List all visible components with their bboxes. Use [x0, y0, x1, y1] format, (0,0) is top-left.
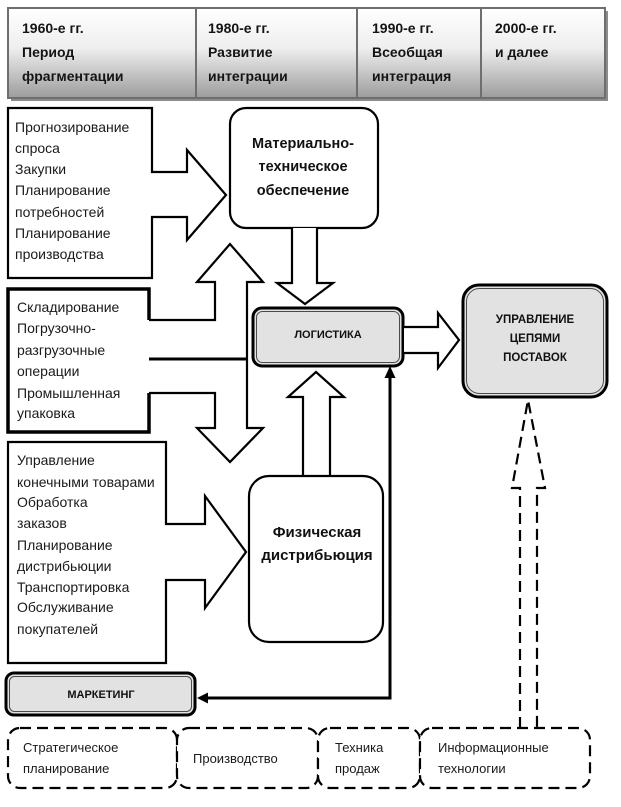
physical-distribution-node	[247, 474, 385, 644]
distribution-functions-box-with-arrow	[6, 440, 248, 665]
timeline-stage: Развитие	[208, 44, 273, 60]
function-item: спроса	[15, 140, 60, 156]
integration-area-sales	[316, 726, 422, 790]
function-item: покупателей	[17, 621, 98, 637]
integration-area-label: продаж	[335, 761, 380, 776]
physical-distribution-label: дистрибьюция	[261, 547, 372, 564]
timeline-column-1980s: 1980-е гг. Развитие интеграции	[208, 20, 288, 84]
marketing-node-frame	[4, 671, 197, 717]
timeline-column-1960s: 1960-е гг. Период фрагментации	[22, 20, 123, 84]
materials-management-label: обеспечение	[257, 183, 349, 199]
scm-label: УПРАВЛЕНИЕ	[496, 314, 575, 326]
integration-area-it	[418, 726, 592, 790]
warehousing-functions-list: Складирование Погрузочно- разгрузочные о…	[17, 299, 120, 421]
function-item: Прогнозирование	[15, 119, 130, 135]
marketing-label: МАРКЕТИНГ	[67, 689, 135, 701]
integration-area-label: планирование	[23, 761, 109, 776]
timeline-stage: фрагментации	[22, 68, 123, 84]
scm-node-frame	[461, 283, 609, 399]
marketing-node: МАРКЕТИНГ	[4, 671, 197, 717]
timeline-period: 1960-е гг.	[22, 20, 84, 36]
materials-management-label: Материально-	[252, 136, 354, 152]
function-item: упаковка	[17, 405, 75, 421]
marketing-logistics-connector	[204, 376, 392, 700]
timeline-period: 1990-е гг.	[372, 20, 434, 36]
timeline-stage: Период	[22, 44, 74, 60]
arrow-up-to-logistics	[285, 370, 347, 476]
function-item: потребностей	[15, 204, 104, 220]
planning-functions-list: Прогнозирование спроса Закупки Планирова…	[15, 119, 130, 262]
arrow-down-to-logistics	[273, 228, 337, 306]
marketing-node-inner-border	[9, 676, 192, 712]
double-arrow-up-down	[149, 242, 266, 464]
function-item: разгрузочные	[17, 342, 105, 358]
function-item: Промышленная	[17, 385, 120, 401]
function-item: Закупки	[15, 161, 66, 177]
function-item: Планирование	[17, 537, 113, 553]
supply-chain-management-node: УПРАВЛЕНИЕ ЦЕПЯМИ ПОСТАВОК	[461, 283, 609, 399]
function-item: конечными товарами	[17, 474, 155, 490]
logistics-node-frame	[251, 306, 405, 368]
function-item: дистрибьюции	[17, 558, 111, 574]
function-item: Складирование	[17, 299, 120, 315]
timeline-table: 1960-е гг. Период фрагментации 1980-е гг…	[7, 7, 608, 101]
function-item: Транспортировка	[17, 579, 130, 595]
arrow-right-to-scm	[404, 309, 461, 372]
timeline-stage: Всеобщая	[372, 44, 443, 60]
logistics-node-inner-border	[256, 311, 400, 363]
logistics-label: ЛОГИСТИКА	[294, 329, 361, 341]
integration-area-label: Техника	[335, 740, 384, 755]
logistics-node: ЛОГИСТИКА	[251, 306, 405, 368]
integration-area-label: Производство	[193, 751, 278, 766]
timeline-period: 2000-е гг.	[495, 20, 557, 36]
arrowhead-up-icon	[384, 366, 396, 378]
distribution-functions-list: Управление конечными товарами Обработка …	[17, 452, 155, 637]
arrowhead-left-icon	[197, 692, 208, 704]
integration-area-label: технологии	[438, 761, 506, 776]
timeline-column-1990s: 1990-е гг. Всеобщая интеграция	[372, 20, 451, 84]
function-item: производства	[15, 246, 104, 262]
function-item: Управление	[17, 452, 95, 468]
timeline-frame	[7, 7, 606, 99]
function-item: Погрузочно-	[17, 320, 96, 336]
function-item: Обслуживание	[17, 599, 114, 615]
warehousing-functions-box	[6, 287, 151, 434]
timeline-stage: и далее	[495, 44, 549, 60]
timeline-period: 1980-е гг.	[208, 20, 270, 36]
integration-area-strategic-planning	[6, 726, 179, 790]
function-item: операции	[17, 363, 79, 379]
function-item: Планирование	[15, 182, 111, 198]
function-item: Обработка	[17, 494, 88, 510]
function-item: Планирование	[15, 225, 111, 241]
timeline-column-2000s: 2000-е гг. и далее	[495, 20, 557, 60]
scm-node-inner-border	[466, 288, 604, 394]
timeline-stage: интеграция	[372, 68, 451, 84]
integration-area-label: Информационные	[438, 740, 549, 755]
timeline-stage: интеграции	[208, 68, 288, 84]
planning-functions-box-with-arrow	[6, 106, 228, 280]
materials-management-label: техническое	[258, 159, 347, 175]
integration-area-label: Стратегическое	[23, 740, 118, 755]
scm-label: ПОСТАВОК	[503, 352, 568, 364]
scm-label: ЦЕПЯМИ	[510, 333, 560, 345]
function-item: заказов	[17, 515, 67, 531]
physical-distribution-label: Физическая	[273, 524, 362, 541]
dashed-arrow-up-to-scm	[510, 399, 547, 728]
